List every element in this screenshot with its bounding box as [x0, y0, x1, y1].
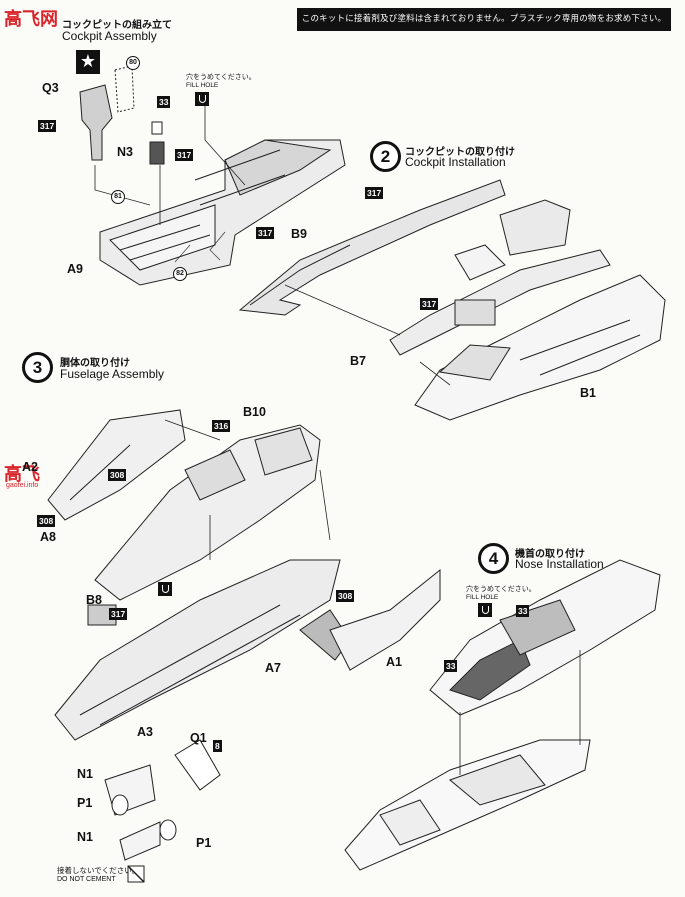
adhesive-notice-banner: このキットに接着剤及び塗料は含まれておりません。プラスチック専用の物をお求め下さ… — [297, 8, 671, 31]
part-label-b1: B1 — [580, 386, 596, 400]
step3-number: 3 — [22, 352, 53, 383]
part-label-a7: A7 — [265, 661, 281, 675]
color-code-tag: 8 — [213, 740, 222, 752]
part-label-b9: B9 — [291, 227, 307, 241]
step2-title-en: Cockpit Installation — [405, 155, 506, 169]
color-code-tag: 316 — [212, 420, 231, 432]
decal-number: 81 — [111, 190, 125, 204]
step4-title-jp: 機首の取り付け — [515, 549, 585, 560]
fill-hole-jp-1: 穴をうめてください。 — [186, 73, 256, 81]
part-label-n3: N3 — [117, 145, 133, 159]
part-label-q3: Q3 — [42, 81, 59, 95]
step2-title-jp: コックピットの取り付け — [405, 147, 515, 158]
color-code-tag: 33 — [516, 605, 530, 617]
part-label-n1: N1 — [77, 767, 93, 781]
seat-q3-drawing — [79, 65, 135, 161]
stick-n3-drawing — [149, 121, 165, 165]
fill-hole-en-1: FILL HOLE — [186, 82, 219, 89]
nose-lower-drawing — [344, 739, 591, 871]
do-not-cement-en: DO NOT CEMENT — [57, 876, 116, 883]
watermark-logo-left: 高飞 — [4, 464, 40, 485]
part-label-a9: A9 — [67, 262, 83, 276]
fill-hole-icon — [478, 603, 492, 617]
do-not-cement-jp: 接着しないでください。 — [57, 866, 140, 875]
color-code-tag: 317 — [109, 608, 128, 620]
step4-title-en: Nose Installation — [515, 557, 604, 571]
insignia-star-icon: ★ — [76, 50, 100, 74]
part-label-p1: P1 — [196, 836, 212, 850]
cockpit-tub-drawing — [99, 139, 346, 286]
part-label-b10: B10 — [243, 405, 266, 419]
color-code-tag: 317 — [175, 149, 194, 161]
step3-title-en: Fuselage Assembly — [60, 367, 165, 381]
part-label-a1: A1 — [386, 655, 402, 669]
step4-number: 4 — [478, 543, 509, 574]
color-code-tag: 317 — [38, 120, 57, 132]
part-label-b7: B7 — [350, 354, 366, 368]
color-code-tag: 33 — [444, 660, 458, 672]
color-code-tag: 308 — [37, 515, 56, 527]
part-label-b8: B8 — [86, 593, 102, 607]
fill-hole-icon — [195, 92, 209, 106]
step1-title-en: Cockpit Assembly — [62, 29, 157, 43]
part-label-a8: A8 — [40, 530, 56, 544]
watermark-logo: 高飞网 — [4, 9, 58, 30]
nose-upper-drawing — [429, 559, 661, 716]
color-code-tag: 308 — [336, 590, 355, 602]
part-label-q1: Q1 — [190, 731, 207, 745]
part-label-n1: N1 — [77, 830, 93, 844]
step1-title-jp: コックピットの組み立て — [62, 20, 172, 31]
fuselage-b7-drawing — [389, 199, 611, 356]
color-code-tag: 308 — [108, 469, 127, 481]
fill-hole-jp-2: 穴をうめてください。 — [466, 585, 536, 593]
decal-number: 80 — [126, 56, 140, 70]
fuselage-upper-b10-drawing — [94, 424, 321, 601]
fuselage-b1-drawing — [414, 274, 666, 421]
color-code-tag: 317 — [256, 227, 275, 239]
color-code-tag: 317 — [365, 187, 384, 199]
watermark-url: gaofei.info — [6, 482, 39, 489]
fill-hole-icon — [158, 582, 172, 596]
tail-a7-a1-drawing — [299, 568, 441, 671]
fuselage-lower-a3-drawing — [54, 559, 341, 741]
step2-number: 2 — [370, 141, 401, 172]
part-label-a2: A2 — [22, 460, 38, 474]
step3-title-jp: 胴体の取り付け — [60, 358, 130, 369]
color-code-tag: 317 — [420, 298, 439, 310]
decal-number: 82 — [173, 267, 187, 281]
intake-a2-drawing — [47, 409, 186, 521]
part-label-a3: A3 — [137, 725, 153, 739]
color-code-tag: 33 — [157, 96, 171, 108]
fill-hole-en-2: FILL HOLE — [466, 594, 499, 601]
gear-bay-drawing — [104, 739, 221, 861]
fuselage-b9-drawing — [238, 179, 506, 316]
part-label-p1: P1 — [77, 796, 93, 810]
